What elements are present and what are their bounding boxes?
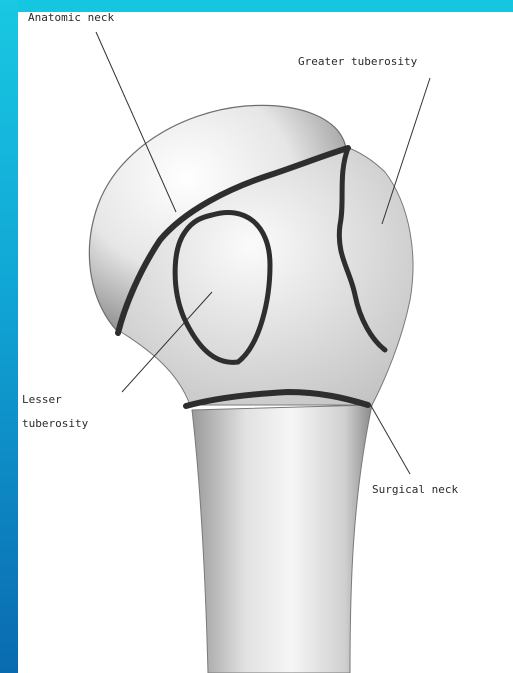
surgical-neck-label: Surgical neck — [372, 482, 458, 498]
anatomic-neck-label: Anatomic neck — [28, 10, 114, 26]
lesser-tuberosity-label-line2: tuberosity — [22, 416, 88, 432]
greater-tuberosity-label: Greater tuberosity — [298, 54, 417, 70]
lesser-tuberosity-label-line1: Lesser — [22, 392, 62, 408]
humerus-shaft — [192, 405, 372, 673]
greater-tuberosity-leader — [382, 78, 430, 224]
surgical-neck-leader — [370, 404, 410, 474]
